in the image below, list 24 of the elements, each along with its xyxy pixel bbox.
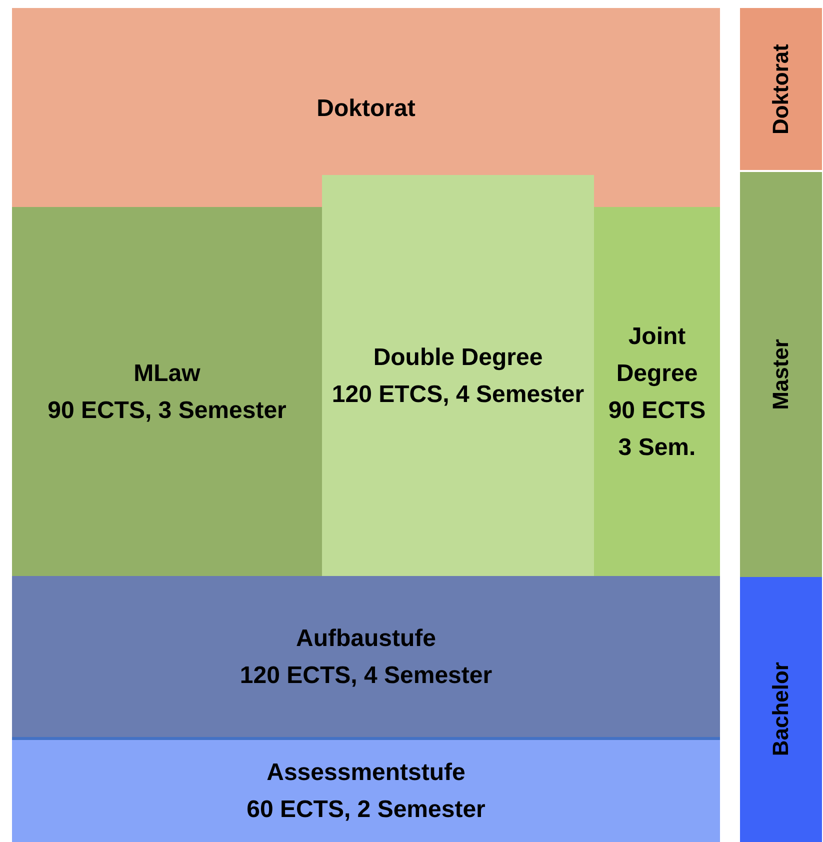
program-title: MLaw <box>134 358 200 388</box>
program-details: 120 ETCS, 4 Semester <box>332 380 584 410</box>
program-block <box>12 207 322 576</box>
program-title: Doktorat <box>316 94 416 124</box>
level-bar <box>740 577 822 842</box>
program-title: Assessmentstufe <box>266 758 466 788</box>
program-block <box>12 737 720 842</box>
level-label: Bachelor <box>768 662 794 757</box>
program-details: 60 ECTS, 2 Semester <box>246 795 486 825</box>
program-title: Aufbaustufe <box>296 624 436 654</box>
level-label: Doktorat <box>768 44 794 134</box>
program-details: 120 ECTS, 4 Semester <box>240 660 492 690</box>
level-bar <box>740 172 822 577</box>
program-title: Double Degree <box>373 342 543 372</box>
level-bar <box>740 8 822 170</box>
level-label: Master <box>768 339 794 410</box>
program-details: 90 ECTS, 3 Semester <box>48 396 286 426</box>
program-block <box>594 207 720 576</box>
program-title: Joint Degree <box>615 322 699 388</box>
program-block <box>12 576 720 737</box>
program-details: 3 Sem. <box>618 432 696 462</box>
program-block <box>322 175 594 576</box>
program-block <box>12 8 720 207</box>
program-details: 90 ECTS <box>608 396 706 426</box>
